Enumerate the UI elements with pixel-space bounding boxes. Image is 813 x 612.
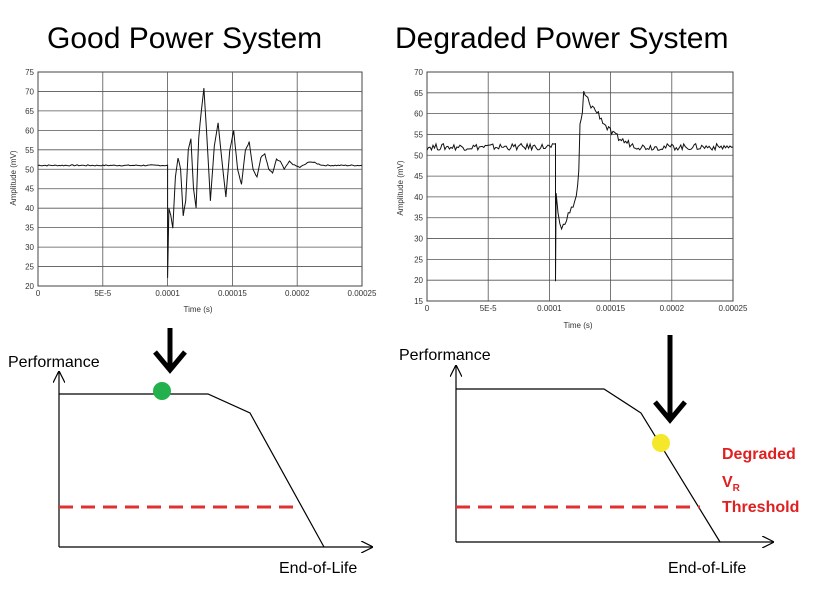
vr-label: VR xyxy=(722,474,741,494)
performance-y-label: Performance xyxy=(399,347,491,364)
performance-y-label: Performance xyxy=(8,354,100,371)
good-status-dot xyxy=(153,382,171,400)
down-arrow-icon xyxy=(153,328,187,374)
end-of-life-label: End-of-Life xyxy=(279,560,357,577)
degraded-power-system-title: Degraded Power System xyxy=(395,22,729,55)
performance-curve xyxy=(59,393,325,548)
degraded-status-dot xyxy=(652,434,670,452)
end-of-life-label: End-of-Life xyxy=(668,560,746,577)
vr-v: V xyxy=(722,474,733,491)
threshold-label: Threshold xyxy=(722,499,799,516)
degraded-label: Degraded xyxy=(722,446,796,463)
vr-subscript: R xyxy=(733,483,741,494)
down-arrow-icon xyxy=(653,335,687,424)
good-power-system-title: Good Power System xyxy=(47,22,323,55)
performance-curve xyxy=(456,388,721,543)
